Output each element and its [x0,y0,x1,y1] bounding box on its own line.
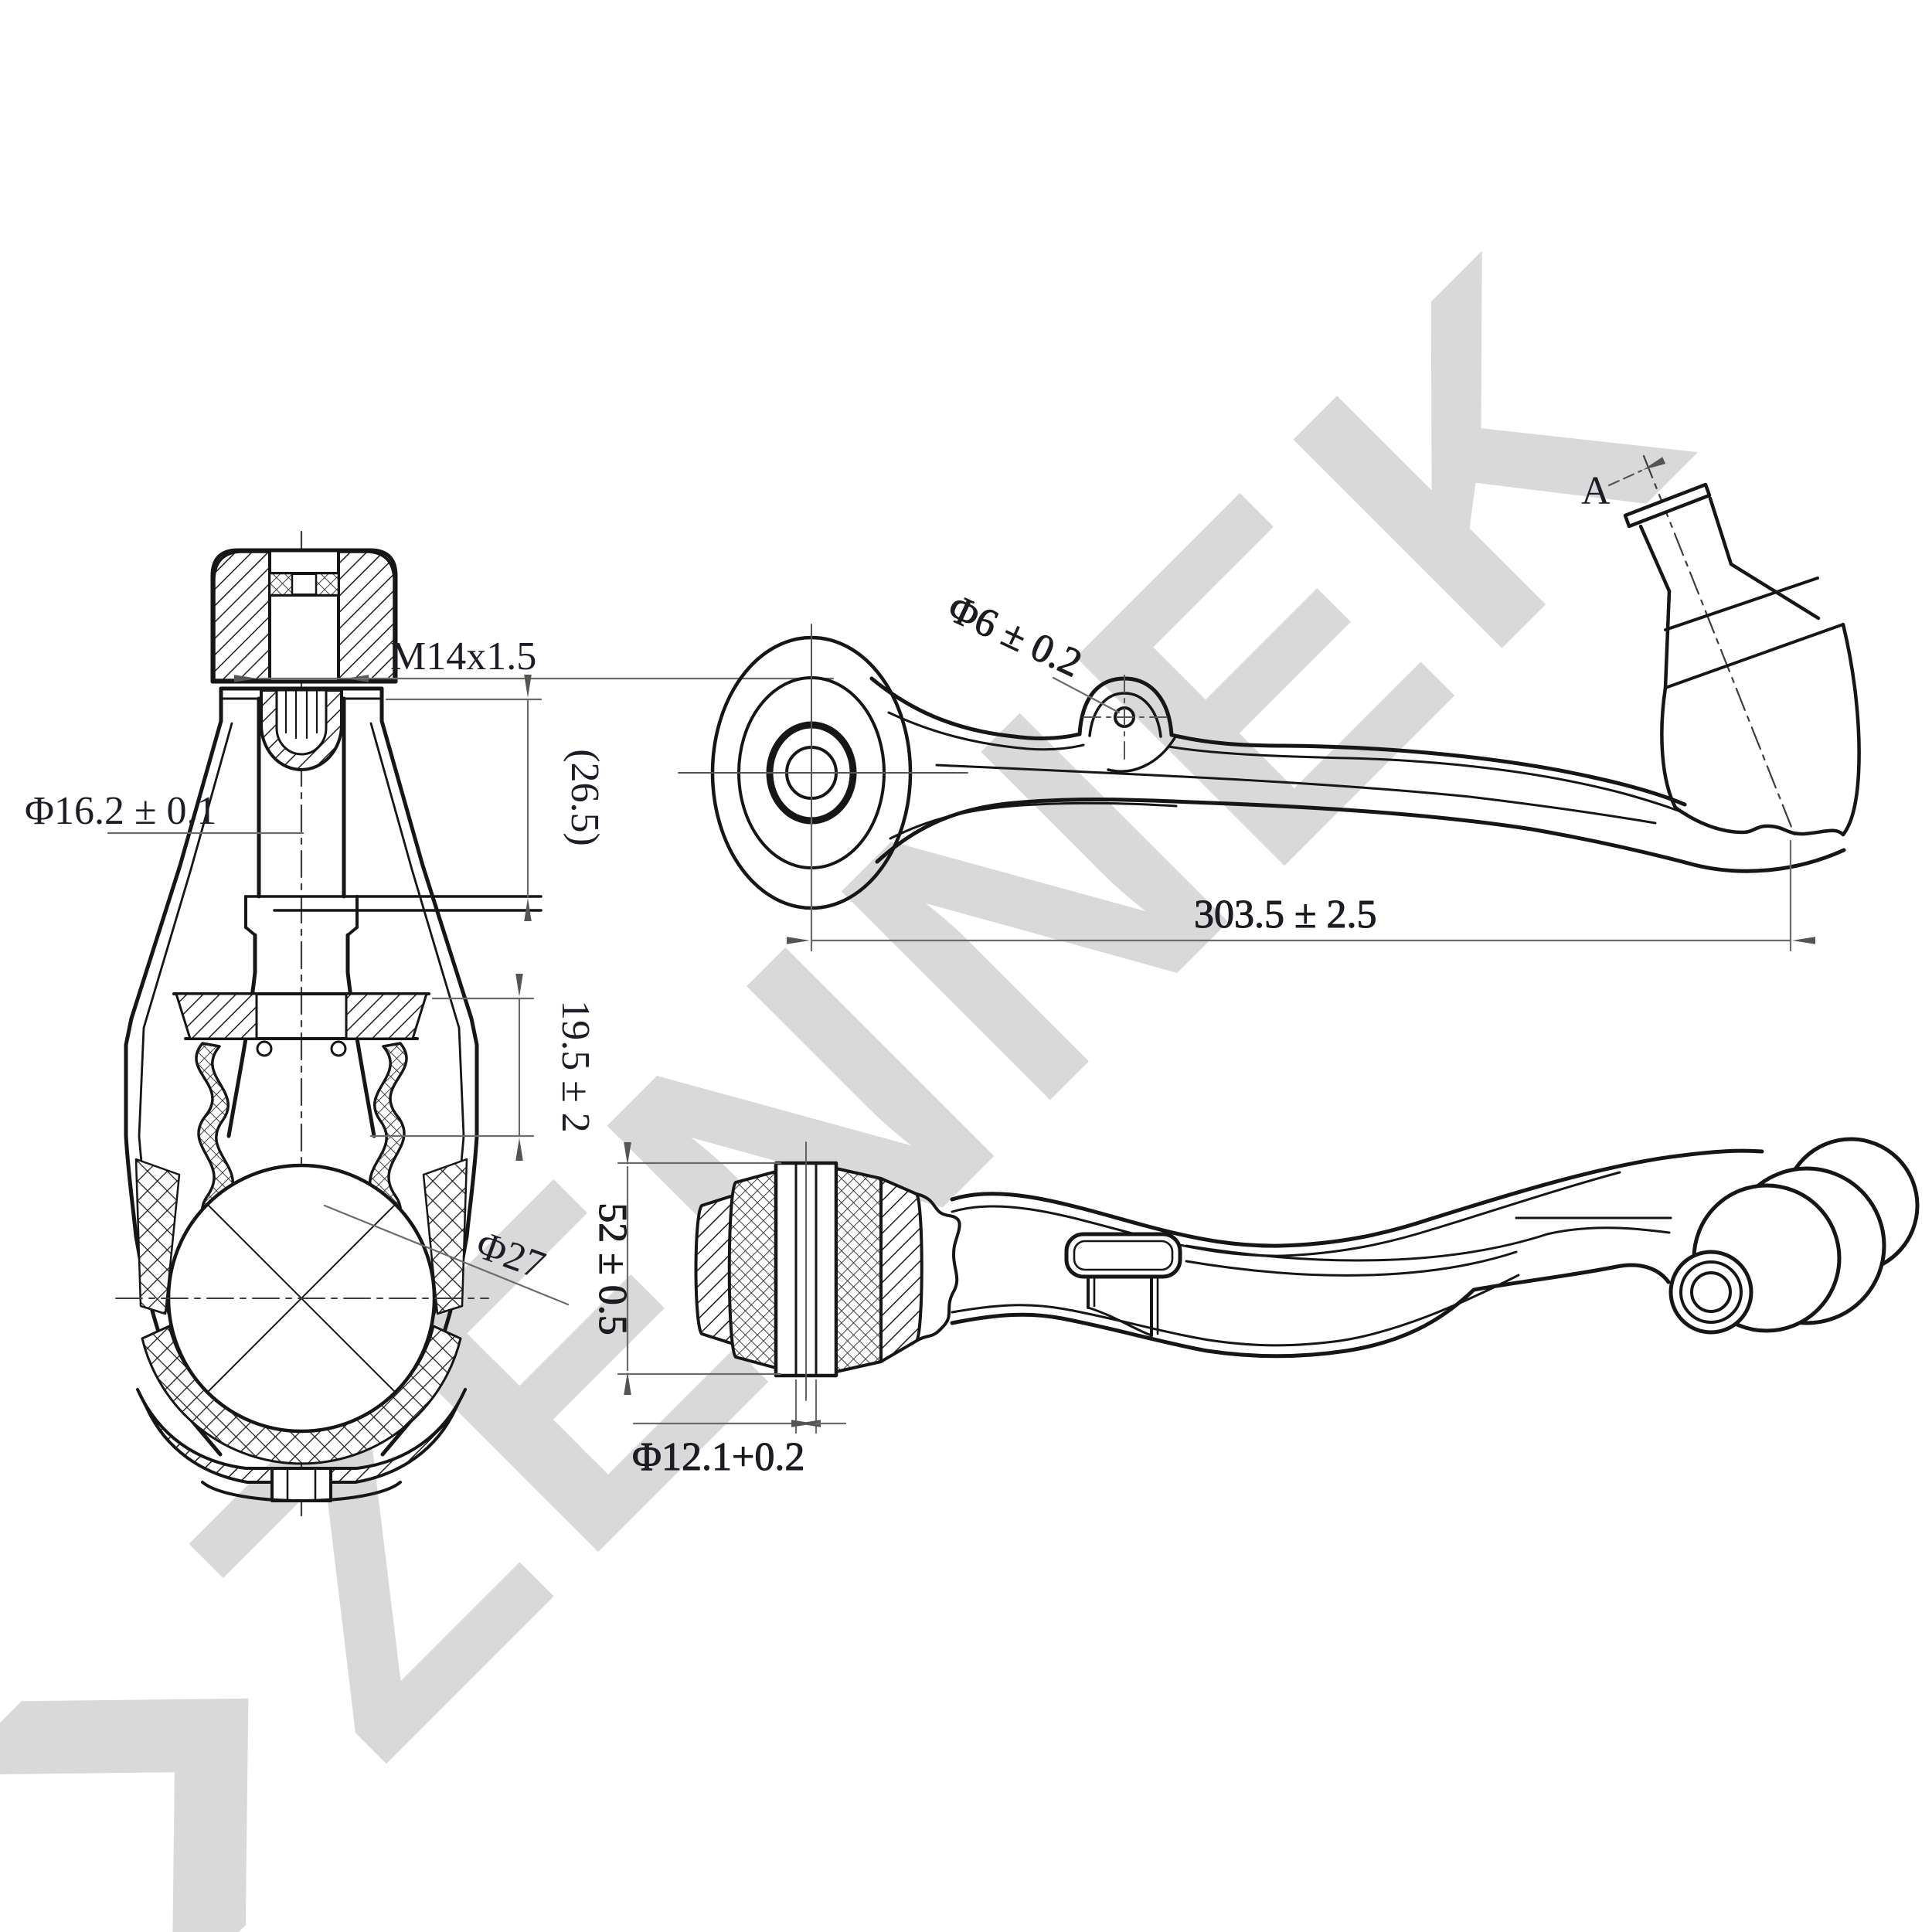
ball-joint-section-view: M14x1.5 (26.5) Φ16.2 ± 0.1 19.5 ± 2 Φ27 [25,530,835,1520]
control-arm-side-view: 52 ± 0.5 Φ12.1+0.2 [590,1137,1920,1480]
section-mark-a-label: A [1581,469,1611,513]
dim-stud-dia-label: Φ16.2 ± 0.1 [25,789,217,833]
bushing-section [694,1141,961,1401]
stud-flange [219,686,384,771]
ball [115,1163,489,1434]
dim-arm-length-label: 303.5 ± 2.5 [1194,893,1377,937]
spring-seat-washer [172,992,430,1057]
bottom-cap [136,1388,467,1502]
bush-od-dimension [617,1142,782,1395]
dim-boot-height-label: 19.5 ± 2 [553,1000,597,1133]
ball-stud [226,696,543,1138]
arm-hole [1083,675,1168,762]
bush-bore-dimension [632,1379,847,1434]
dim-thread-label: M14x1.5 [390,634,536,679]
dim-bush-od-label: 52 ± 0.5 [590,1202,634,1335]
arm-length-dimension [787,818,1815,952]
ball-joint-end-side [1668,1137,1920,1335]
stud-end-plan [1623,454,1861,837]
watermark: ZENNEK [0,160,1781,1932]
clamp-plate [1064,1232,1182,1337]
section-dimensions [107,675,835,1306]
section-mark-a: A [1581,457,1666,513]
arm-side-outline [950,1148,1764,1359]
dim-bush-bore-label: Φ12.1+0.2 [632,1435,804,1479]
castle-nut [210,548,398,684]
dim-stud-height-label: (26.5) [563,749,607,846]
arm-plan-outline [869,676,1846,873]
watermark-chevron-icon [0,1698,249,1932]
